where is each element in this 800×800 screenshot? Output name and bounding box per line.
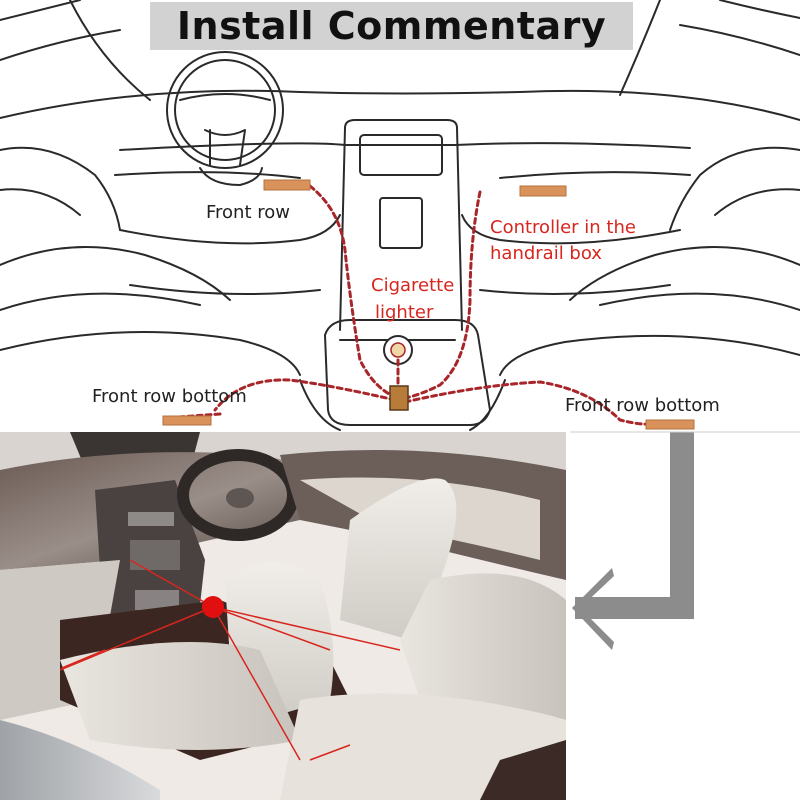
label-controller-line1: Controller in the: [490, 217, 636, 238]
label-cigarette-line2: lighter: [375, 302, 434, 323]
label-cigarette-line1: Cigarette: [371, 275, 455, 296]
cigarette-plug-icon: [383, 335, 413, 365]
controller-marker: [202, 596, 224, 618]
steering-wheel-icon: [166, 51, 284, 169]
label-front-row-bottom-left: Front row bottom: [92, 386, 247, 407]
led-strip-front-right: [519, 185, 567, 197]
label-controller-line2: handrail box: [490, 243, 602, 264]
dashboard-line-drawing: [0, 0, 800, 431]
led-strip-bottom-left: [162, 415, 212, 426]
led-strips: [162, 179, 695, 430]
controller-box-icon: [389, 385, 409, 411]
led-strip-front-left: [263, 179, 311, 191]
label-front-row: Front row: [206, 202, 290, 223]
interior-photo: [0, 432, 566, 800]
arrow-icon: [572, 432, 694, 650]
label-front-row-bottom-right: Front row bottom: [565, 395, 720, 416]
title-banner: [150, 2, 633, 50]
led-strip-bottom-right: [645, 419, 695, 430]
page-title: Install Commentary: [176, 4, 607, 48]
